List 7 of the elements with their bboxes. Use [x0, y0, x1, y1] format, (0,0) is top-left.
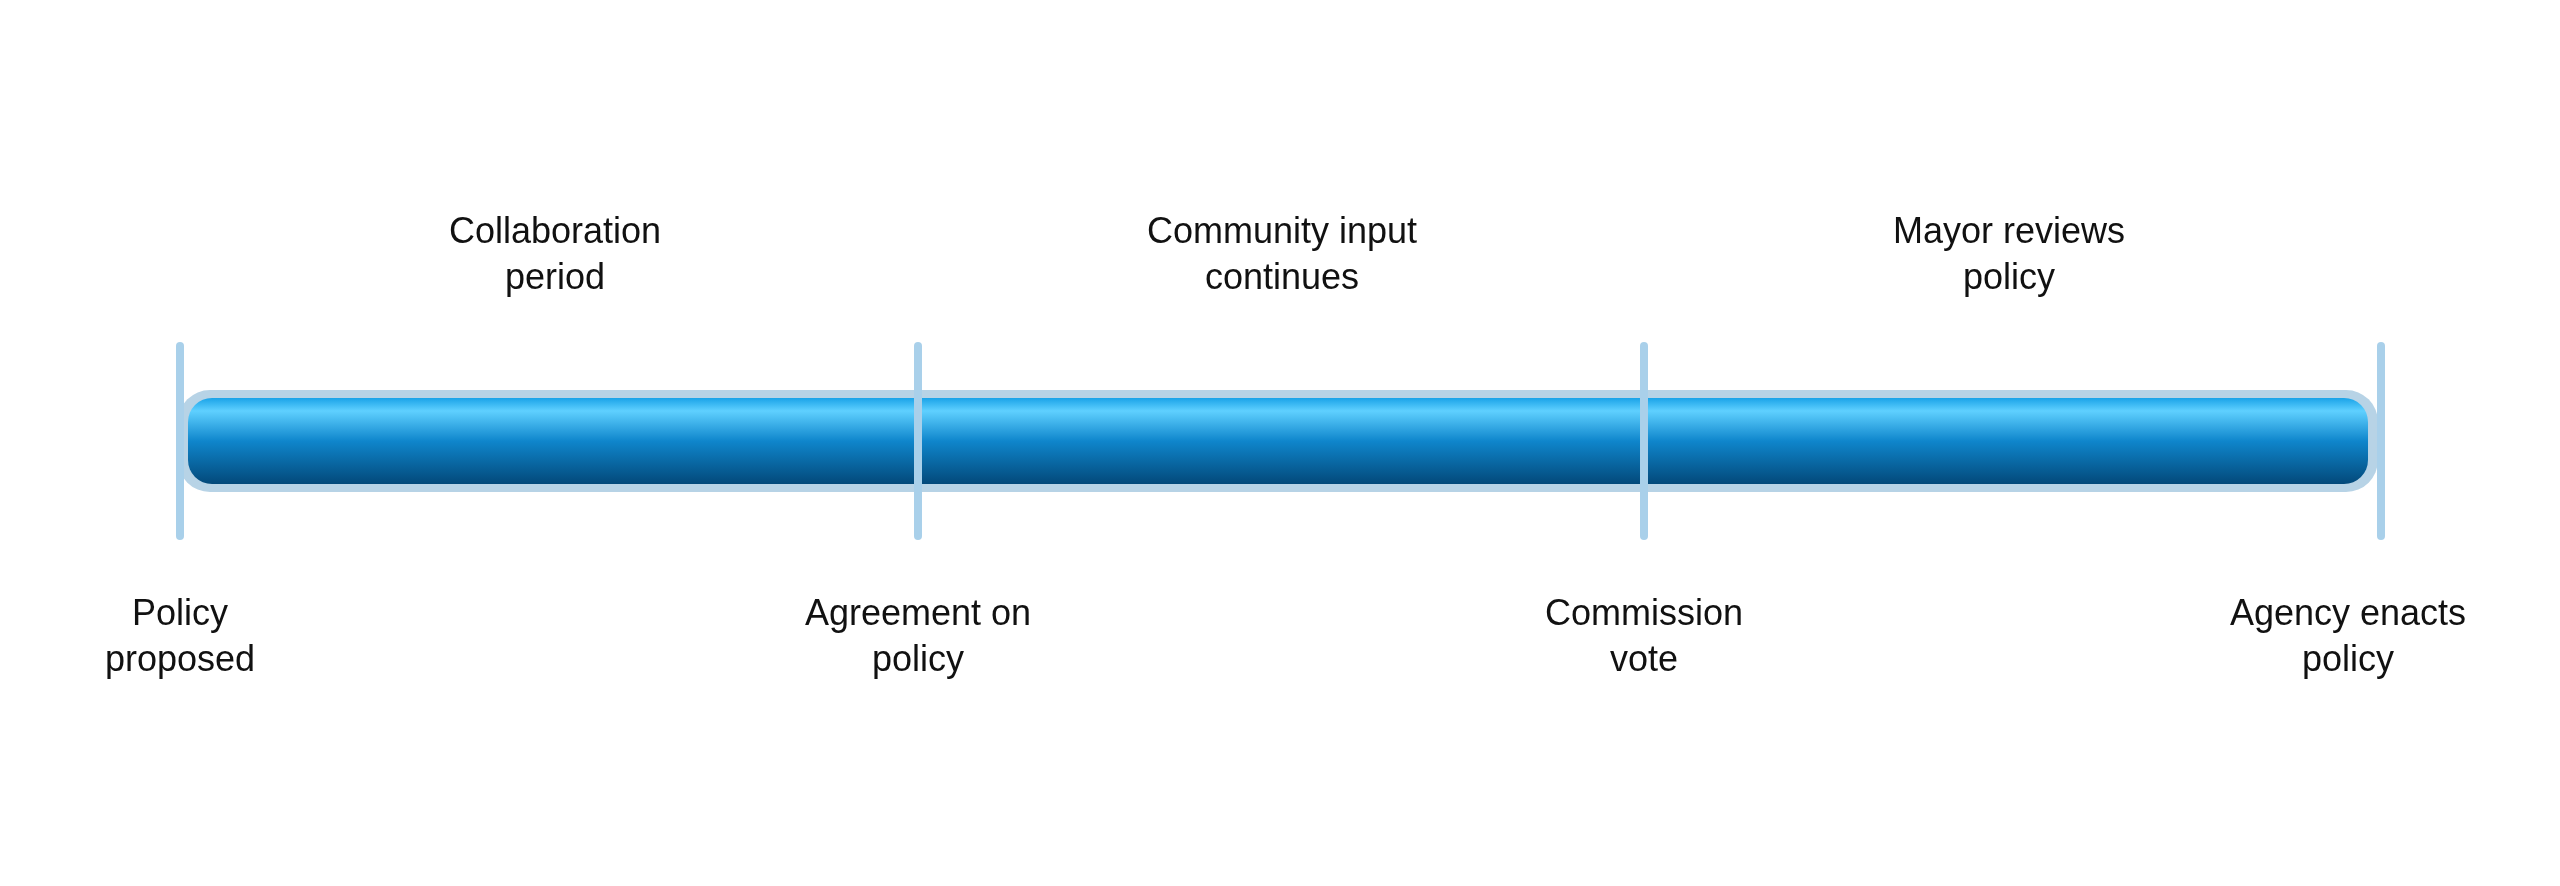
period-label: Collaboration period [447, 209, 663, 299]
milestone-label: Policy proposed [103, 591, 257, 681]
milestone-label: Agency enacts policy [2228, 591, 2468, 681]
period-label: Community input continues [1145, 209, 1419, 299]
milestone-label: Agreement on policy [803, 591, 1033, 681]
milestone-label: Commission vote [1543, 591, 1744, 681]
period-label: Mayor reviews policy [1891, 209, 2127, 299]
